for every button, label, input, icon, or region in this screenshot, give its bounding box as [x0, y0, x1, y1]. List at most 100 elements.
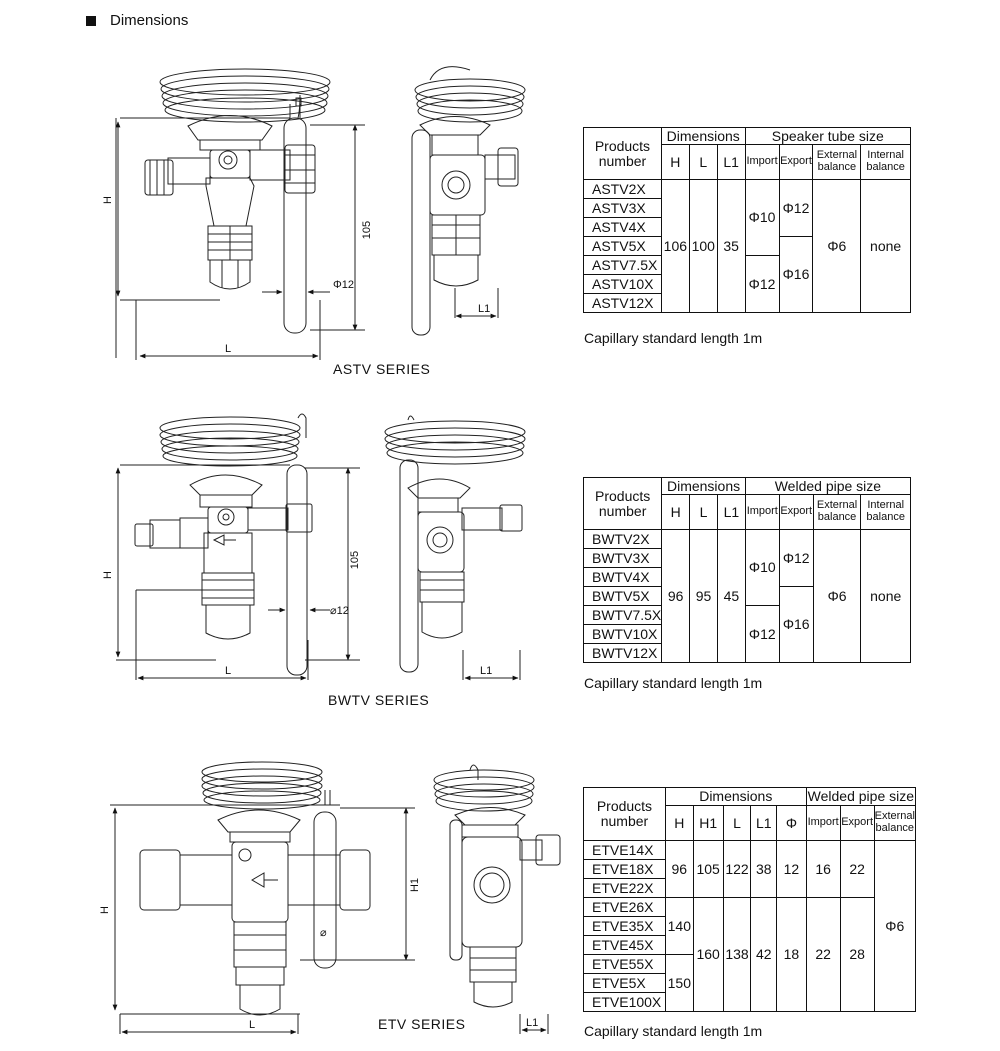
col-h1-header: H1 [692, 805, 724, 841]
l1-value: 35 [716, 179, 746, 313]
model-cell: BWTV3X [582, 548, 663, 568]
export-value: 28 [839, 897, 875, 1012]
etv-side-valve-drawing [433, 764, 561, 1008]
l-value: 95 [689, 529, 718, 663]
col-import-header: Import [744, 144, 780, 180]
col-h-header: H [660, 144, 690, 180]
astv-capillary-caption: Capillary standard length 1m [584, 330, 763, 346]
col-import-header: Import [805, 805, 841, 841]
h-value: 150 [664, 954, 694, 1012]
model-cell: BWTV2X [582, 529, 663, 549]
col-l1-header: L1 [716, 494, 746, 530]
etv-dim-l1-label: L1 [526, 1017, 538, 1029]
export-value: Φ16 [778, 236, 814, 313]
l-value: 138 [722, 897, 752, 1012]
dimensions-group-header: Dimensions [661, 477, 746, 495]
model-cell: ASTV10X [583, 274, 662, 294]
astv-dim-l1-label: L1 [478, 303, 490, 315]
col-l1-header: L1 [750, 805, 778, 841]
etv-dim-l-label: L [249, 1019, 255, 1031]
bwtv-side-valve-drawing [384, 415, 526, 673]
model-cell: ETVE35X [583, 916, 666, 936]
model-cell: ETVE18X [583, 859, 666, 879]
external-balance-value: Φ6 [812, 179, 862, 313]
capillary-coil-icon [159, 68, 331, 123]
internal-balance-value: none [860, 529, 911, 663]
h-value: 140 [664, 897, 694, 955]
model-cell: ETVE55X [583, 954, 666, 974]
model-cell: ETVE22X [583, 878, 666, 898]
external-balance-value: Φ6 [873, 840, 917, 1012]
pipe-size-group-header: Speaker tube size [744, 127, 912, 145]
l-value: 122 [722, 840, 752, 898]
col-export-header: Export [778, 494, 814, 530]
bullet-square-icon [86, 15, 96, 26]
model-cell: ASTV3X [583, 198, 662, 218]
astv-dim-phi-label: Φ12 [333, 279, 354, 291]
h1-value: 160 [692, 897, 724, 1012]
model-cell: BWTV12X [582, 643, 663, 663]
model-cell: BWTV5X [582, 586, 663, 606]
import-value: Φ12 [744, 255, 780, 313]
etv-series-label: ETV SERIES [378, 1016, 466, 1032]
etv-capillary-caption: Capillary standard length 1m [584, 1023, 763, 1039]
model-cell: ETVE14X [583, 840, 666, 860]
import-value: Φ10 [744, 179, 780, 256]
model-cell: ETVE100X [583, 992, 666, 1012]
col-l-header: L [722, 805, 752, 841]
model-cell: ASTV7.5X [583, 255, 662, 275]
h-value: 96 [661, 529, 691, 663]
bwtv-dim-105-label: 105 [349, 551, 361, 569]
l-value: 100 [688, 179, 718, 313]
astv-dim-105-label: 105 [361, 221, 373, 239]
etv-dim-h1-label: H1 [409, 878, 421, 892]
model-cell: ETVE26X [583, 897, 666, 917]
import-value: Φ12 [744, 605, 780, 663]
export-value: 22 [839, 840, 875, 898]
h1-value: 105 [692, 840, 724, 898]
internal-balance-value: none [860, 179, 911, 313]
h-value: 106 [660, 179, 690, 313]
export-value: Φ12 [778, 529, 814, 587]
astv-side-valve-drawing [411, 66, 526, 336]
bwtv-capillary-caption: Capillary standard length 1m [584, 675, 763, 691]
heading-text: Dimensions [110, 12, 189, 29]
import-value: 16 [805, 840, 841, 898]
col-import-header: Import [744, 494, 780, 530]
col-phi-header: Φ [776, 805, 807, 841]
l1-value: 38 [750, 840, 778, 898]
col-l-header: L [688, 144, 718, 180]
export-value: Φ12 [778, 179, 814, 237]
astv-series-label: ASTV SERIES [333, 361, 431, 377]
import-value: Φ10 [744, 529, 780, 606]
model-cell: BWTV10X [582, 624, 663, 644]
bwtv-series-label: BWTV SERIES [328, 692, 430, 708]
model-cell: ETVE45X [583, 935, 666, 955]
section-heading: Dimensions [86, 12, 188, 29]
model-cell: BWTV7.5X [582, 605, 663, 625]
bwtv-dim-l1-label: L1 [480, 665, 492, 677]
h-value: 96 [664, 840, 694, 898]
phi-value: 12 [776, 840, 807, 898]
l1-value: 42 [750, 897, 778, 1012]
bwtv-dim-phi-label: ⌀12 [330, 605, 349, 617]
astv-dim-h-label: H [102, 196, 114, 204]
model-cell: ASTV2X [583, 179, 662, 199]
pipe-size-group-header: Welded pipe size [805, 787, 917, 806]
model-cell: ASTV12X [583, 293, 662, 313]
etv-dim-phi-label: ⌀ [320, 927, 327, 939]
model-cell: ETVE5X [583, 973, 666, 993]
model-cell: BWTV4X [582, 567, 663, 587]
col-export-header: Export [839, 805, 875, 841]
